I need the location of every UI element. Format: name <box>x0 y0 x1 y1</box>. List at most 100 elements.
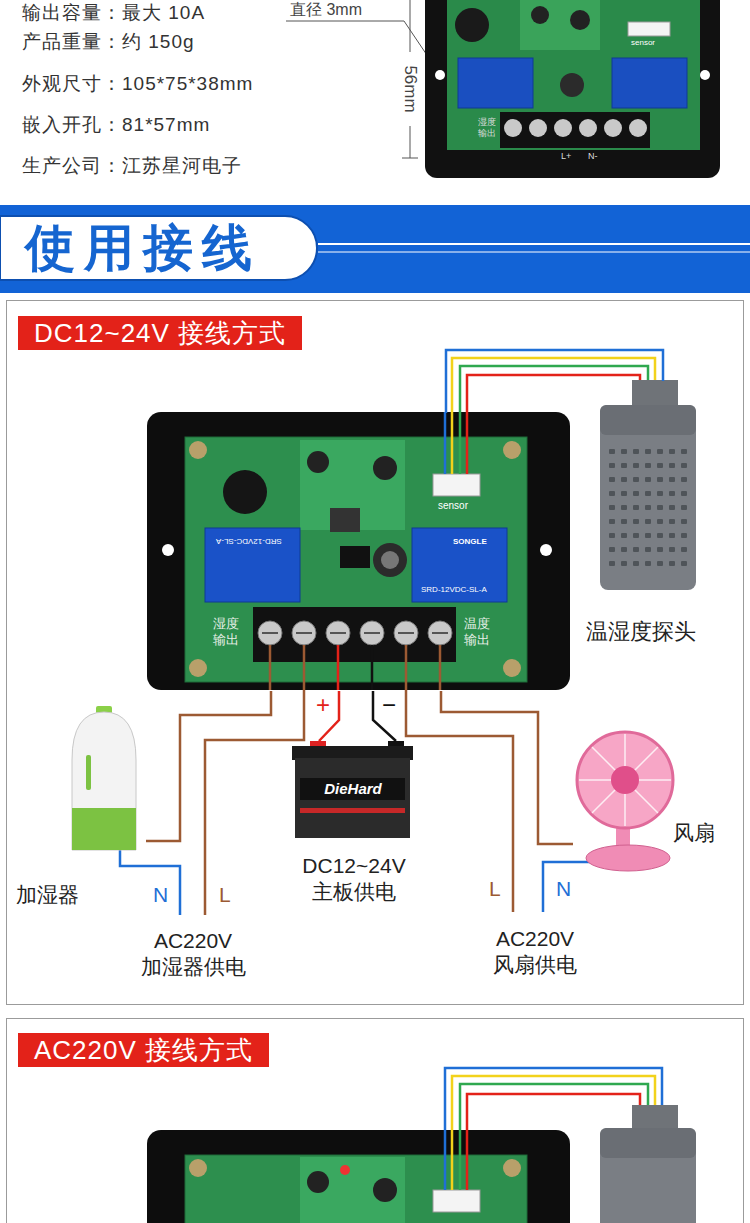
terminal-screw <box>258 621 282 645</box>
terminal-name: L+ <box>561 151 571 161</box>
controller-board-picture <box>147 1130 570 1223</box>
controller-board-picture <box>307 1171 329 1193</box>
controller-board-picture <box>147 1130 570 1223</box>
wire <box>406 690 513 912</box>
dimension-leader <box>286 0 437 158</box>
controller-photo <box>554 119 572 137</box>
controller-board-picture <box>185 437 527 682</box>
wire <box>120 358 655 915</box>
controller-board-picture <box>340 546 370 568</box>
fan-guard <box>592 747 658 813</box>
controller-board-picture <box>147 412 570 690</box>
dimension-leader <box>286 21 437 70</box>
terminal-screw-slot <box>364 632 380 634</box>
section-heading: AC220V 接线方式 <box>18 1033 269 1067</box>
fan-picture <box>577 732 673 871</box>
humidifier-picture <box>72 808 136 850</box>
line-name: N <box>556 877 571 901</box>
sensor-probe-picture <box>606 445 690 575</box>
fan-picture <box>586 845 670 871</box>
controller-board-picture <box>147 412 570 690</box>
controller-photo <box>529 119 547 137</box>
controller-board-picture <box>185 1155 527 1223</box>
controller-board-picture <box>433 474 480 496</box>
wire <box>439 645 442 690</box>
sensor-probe-picture <box>632 380 678 408</box>
terminal-screw <box>428 621 452 645</box>
section-panel: AC220V 接线方式 <box>6 1018 744 1223</box>
controller-photo <box>455 8 489 42</box>
controller-board-picture <box>373 1178 397 1202</box>
spec-line: 产品重量：约 150g <box>22 31 195 53</box>
controller-photo <box>579 119 597 137</box>
power-note: AC220V 风扇供电 <box>493 926 577 979</box>
wire <box>269 645 272 690</box>
line-name: L <box>489 877 501 901</box>
sensor-probe-picture <box>600 405 696 590</box>
controller-board-picture <box>381 551 399 569</box>
battery-picture <box>300 778 405 800</box>
terminal-screw <box>360 621 384 645</box>
terminal-screw-slot <box>398 632 414 634</box>
controller-board-picture <box>162 544 174 556</box>
terminal-screw <box>292 621 316 645</box>
controller-board-picture <box>253 607 456 662</box>
section-banner <box>0 205 750 293</box>
controller-photo <box>500 112 650 148</box>
wire-connector <box>373 691 396 741</box>
controller-photo <box>628 22 670 36</box>
controller-photo <box>604 119 622 137</box>
controller-photo <box>447 0 700 150</box>
fan-guard <box>592 747 658 813</box>
spec-line: 生产公司：江苏星河电子 <box>22 155 242 177</box>
sensor-probe-picture <box>600 380 696 590</box>
sensor-probe-picture <box>600 1128 696 1158</box>
controller-board-picture <box>503 659 521 677</box>
part-name: 加湿器 <box>16 881 79 909</box>
sensor-probe-picture <box>632 1105 678 1130</box>
section-heading: DC12~24V 接线方式 <box>18 316 302 350</box>
part-name: 风扇 <box>673 819 715 847</box>
terminal-screw <box>258 621 452 645</box>
wire <box>205 690 304 915</box>
wire <box>371 645 374 690</box>
controller-photo <box>435 70 445 80</box>
humidifier-picture <box>72 712 136 850</box>
controller-board-picture <box>223 470 267 514</box>
controller-board-picture <box>189 441 207 459</box>
battery-picture <box>300 808 405 813</box>
sensor-probe: 温湿度探头 <box>599 381 701 596</box>
controller-photo <box>425 0 720 178</box>
controller-photo <box>531 6 549 24</box>
controller-board-picture <box>503 1159 521 1177</box>
controller-board-picture <box>433 1190 480 1212</box>
humidifier-picture <box>72 706 136 850</box>
line-name: N <box>153 883 168 907</box>
dimension-leader <box>410 0 411 52</box>
wire <box>444 412 447 474</box>
terminal-name: N- <box>588 151 598 161</box>
controller-board-picture <box>330 508 360 532</box>
relay-model: SRD-12VDC-SL-A <box>421 585 487 594</box>
controller-board-picture <box>189 1159 207 1177</box>
controller-photo <box>700 70 710 80</box>
terminal-screw-slot <box>262 632 448 634</box>
banner-title: 使用接线 <box>25 216 261 280</box>
controller-board-picture <box>300 1157 405 1223</box>
pcb-print: 湿度 输出 <box>213 616 239 649</box>
section-banner <box>318 252 750 253</box>
controller-photo <box>629 119 647 137</box>
controller-photo <box>560 73 584 97</box>
terminal-screw-slot <box>432 632 448 634</box>
terminal-screw <box>326 621 350 645</box>
controller-board-picture <box>189 659 207 677</box>
power-note: AC220V 加湿器供电 <box>141 928 246 981</box>
wire <box>405 645 408 690</box>
pcb-print: 湿度 输出 <box>478 117 496 140</box>
controller-board-picture <box>412 528 507 602</box>
controller-board-picture <box>307 451 329 473</box>
line-name: L <box>219 883 231 907</box>
dimension-leader <box>402 158 418 159</box>
wire <box>303 645 306 690</box>
